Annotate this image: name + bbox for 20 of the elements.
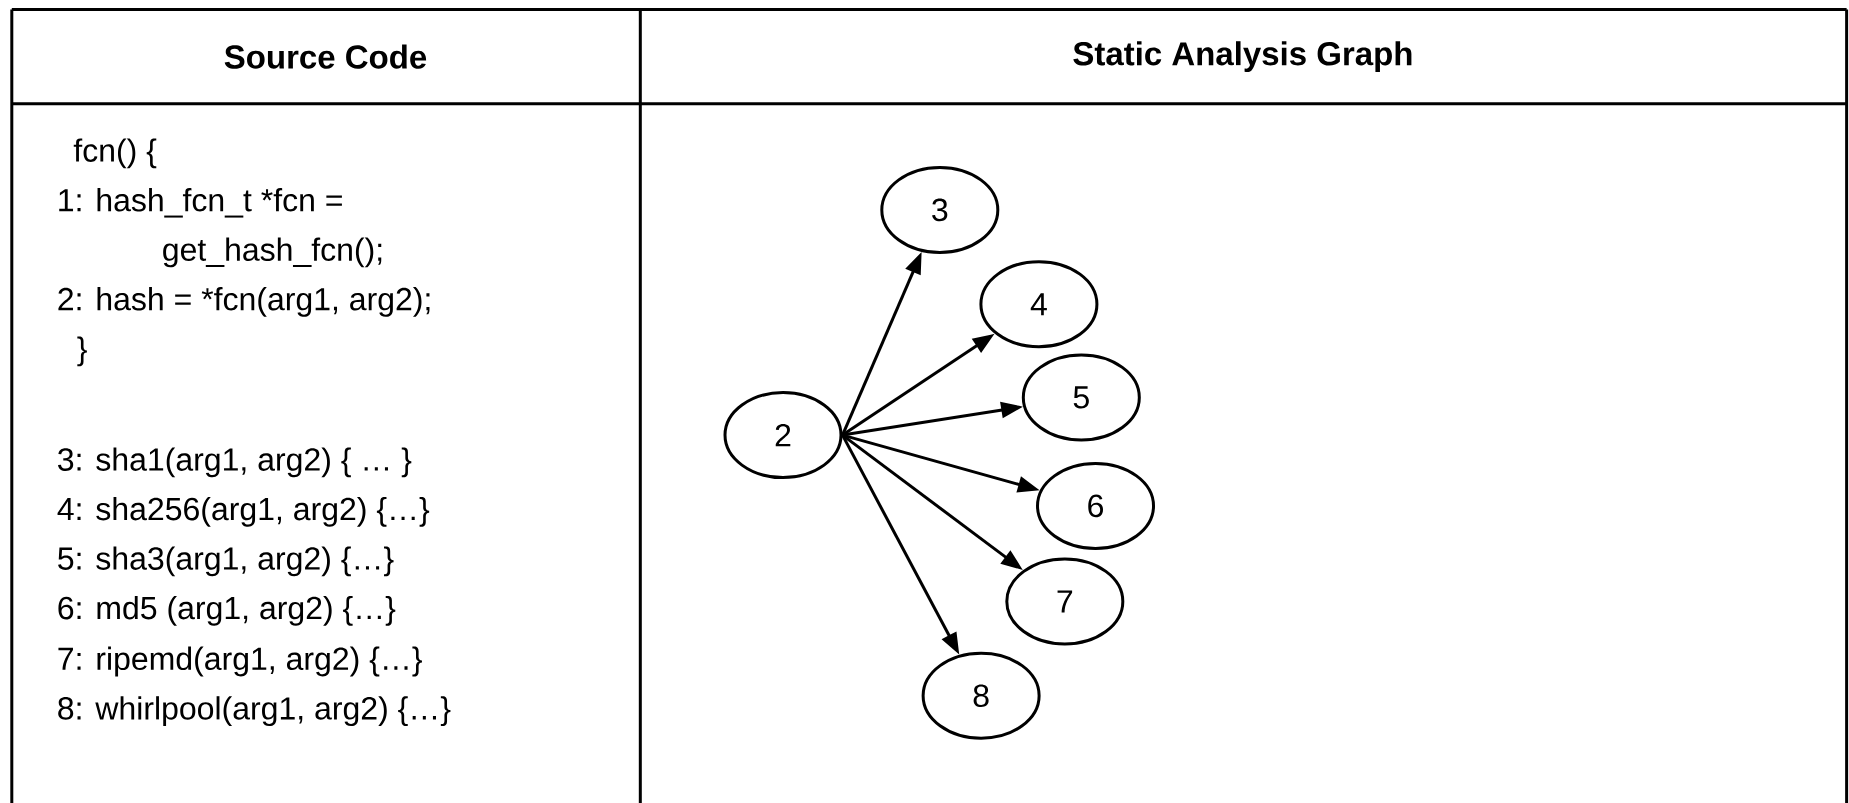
code-line: 2: hash = *fcn(arg1, arg2); [58,287,430,317]
code-line: 8: whirlpool(arg1, arg2) {…} [58,696,451,726]
code-line: 6: md5 (arg1, arg2) {…} [58,595,396,626]
graph-node: 7 [1005,557,1125,646]
column-header: Source Code [224,44,427,69]
code-line: 3: sha1(arg1, arg2) { … } [58,447,412,478]
column-header: Static Analysis Graph [1073,41,1412,72]
code-line: 4: sha256(arg1, arg2) {…} [57,496,430,527]
graph-node: 4 [979,260,1099,349]
graph-node: 6 [1036,461,1155,550]
code-line: 7: ripemd(arg1, arg2) {…} [58,646,422,677]
graph-node: 8 [921,651,1041,740]
code-line: fcn() { [73,138,157,169]
graph-node: 5 [1021,353,1141,442]
code-line: } [77,336,87,367]
code-line: 5: sha3(arg1, arg2) {…} [58,546,394,577]
code-line: 1: hash_fcn_t *fcn = [59,188,342,218]
code-line: get_hash_fcn(); [163,237,382,268]
graph-node: 3 [880,165,1000,254]
graph-node: 2 [723,391,843,480]
